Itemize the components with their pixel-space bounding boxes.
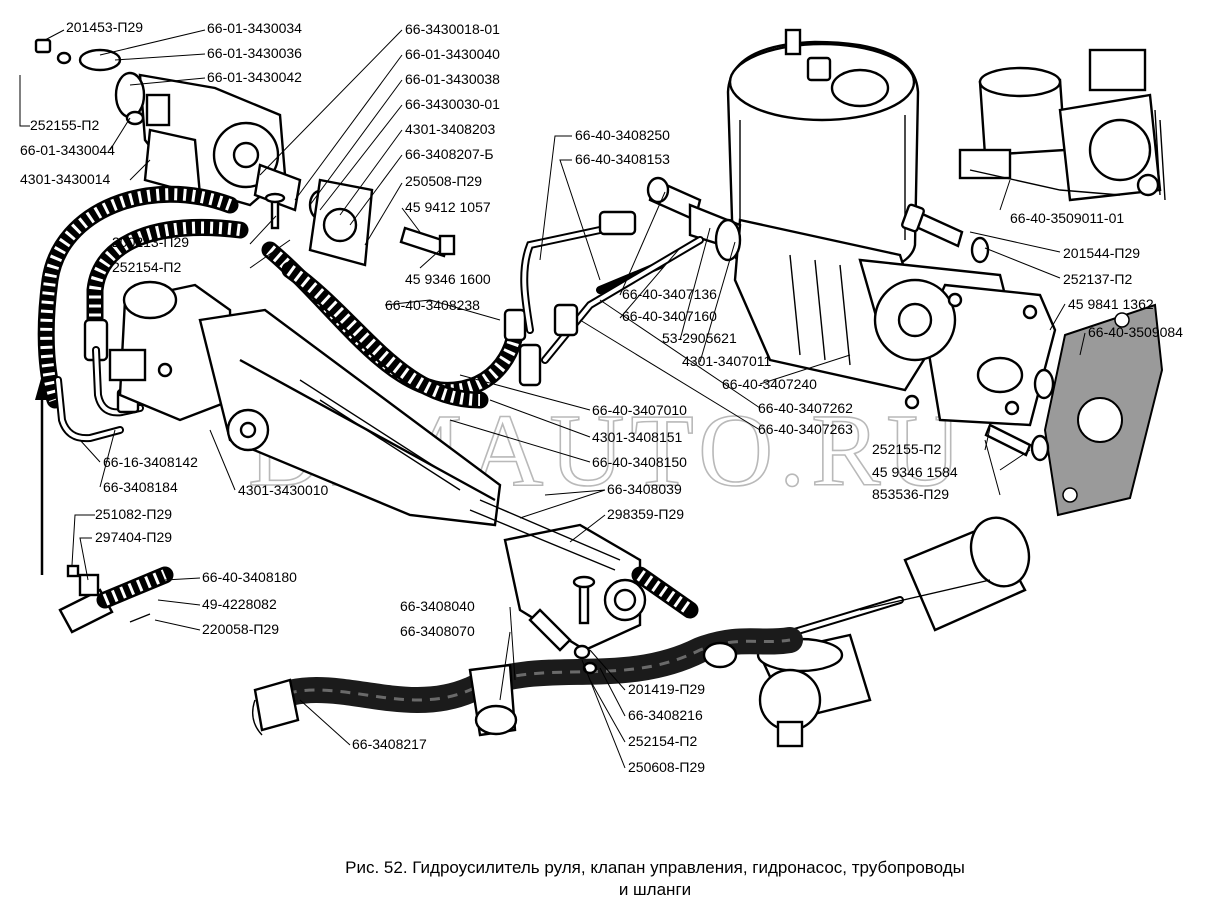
high-pressure-hoses [37, 185, 527, 409]
label-4301-3407011: 4301-3407011 [682, 353, 771, 369]
label-66-40-3408238: 66-40-3408238 [385, 297, 480, 313]
power-cylinder [198, 308, 502, 527]
label-252154-p2-bottom: 252154-П2 [628, 733, 697, 749]
label-49-4228082: 49-4228082 [202, 596, 277, 612]
label-252155-p2: 252155-П2 [30, 117, 99, 133]
label-66-3408039: 66-3408039 [607, 481, 682, 497]
label-66-01-3430044: 66-01-3430044 [20, 142, 115, 158]
booster-cylinder-right [731, 516, 1031, 748]
label-250508-p29: 250508-П29 [405, 173, 482, 189]
low-pressure-hose [252, 627, 803, 737]
leader-lines [19, 29, 1086, 769]
spring-assembly [58, 564, 174, 634]
label-66-01-3430038: 66-01-3430038 [405, 71, 500, 87]
label-66-01-3430042: 66-01-3430042 [207, 69, 302, 85]
label-45-9346-1600: 45 9346 1600 [405, 271, 491, 287]
label-45-9841-1362: 45 9841 1362 [1068, 296, 1154, 312]
label-66-40-3509084: 66-40-3509084 [1088, 324, 1183, 340]
steering-gear-housing [78, 48, 374, 267]
label-66-01-3430034: 66-01-3430034 [207, 20, 302, 36]
oil-reservoir [726, 28, 920, 284]
label-66-16-3408142: 66-16-3408142 [103, 454, 198, 470]
label-220058-p29: 220058-П29 [202, 621, 279, 637]
label-853536-p29: 853536-П29 [872, 486, 949, 502]
label-66-40-3407160: 66-40-3407160 [622, 308, 717, 324]
label-45-9346-1584: 45 9346 1584 [872, 464, 958, 480]
pump-bolts [901, 203, 1055, 462]
bent-pipes-left [54, 346, 144, 443]
label-45-9412-1057: 45 9412 1057 [405, 199, 491, 215]
label-66-40-3407136: 66-40-3407136 [622, 286, 717, 302]
fasteners-top-left [34, 38, 456, 258]
label-53-2905621: 53-2905621 [662, 330, 737, 346]
hydraulic-pump [733, 218, 1057, 427]
label-66-3408070: 66-3408070 [400, 623, 475, 639]
label-4301-3408203: 4301-3408203 [405, 121, 496, 137]
part-labels: 201453-П29 66-01-3430034 66-01-3430036 6… [20, 19, 1183, 775]
label-66-3408040: 66-3408040 [400, 598, 475, 614]
label-201544-p29: 201544-П29 [1063, 245, 1140, 261]
label-66-40-3408150: 66-40-3408150 [592, 454, 687, 470]
distributor-valve-lower [469, 499, 699, 652]
label-250608-p29: 250608-П29 [628, 759, 705, 775]
label-252154-p2: 252154-П2 [112, 259, 181, 275]
label-251082-p29: 251082-П29 [95, 506, 172, 522]
label-66-3430030-01: 66-3430030-01 [405, 96, 500, 112]
label-66-3408217: 66-3408217 [352, 736, 427, 752]
label-66-40-3509011-01: 66-40-3509011-01 [1010, 210, 1124, 226]
label-66-40-3408250: 66-40-3408250 [575, 127, 670, 143]
label-66-3408184: 66-3408184 [103, 479, 178, 495]
label-201419-p29: 201419-П29 [628, 681, 705, 697]
label-4301-3430010: 4301-3430010 [238, 482, 329, 498]
pump-compressor-inset [958, 48, 1166, 202]
label-66-3408216: 66-3408216 [628, 707, 703, 723]
label-252155-p2-right: 252155-П2 [872, 441, 941, 457]
label-4301-3430014: 4301-3430014 [20, 171, 111, 187]
label-4301-3408151: 4301-3408151 [592, 429, 683, 445]
label-66-3430018-01: 66-3430018-01 [405, 21, 500, 37]
label-66-40-3407010: 66-40-3407010 [592, 402, 687, 418]
label-66-01-3430040: 66-01-3430040 [405, 46, 500, 62]
label-66-40-3408180: 66-40-3408180 [202, 569, 297, 585]
label-298359-p29: 298359-П29 [607, 506, 684, 522]
label-201453-p29: 201453-П29 [66, 19, 143, 35]
label-252137-p2: 252137-П2 [1063, 271, 1132, 287]
label-66-40-3407262: 66-40-3407262 [758, 400, 853, 416]
label-66-40-3407263: 66-40-3407263 [758, 421, 853, 437]
label-297404-p29: 297404-П29 [95, 529, 172, 545]
label-66-40-3408153: 66-40-3408153 [575, 151, 670, 167]
direction-arrow [35, 375, 49, 575]
figure-caption-line-1: Рис. 52. Гидроусилитель руля, клапан упр… [345, 858, 965, 877]
pipes-upper [518, 176, 742, 387]
label-66-3408207-b: 66-3408207-Б [405, 146, 494, 162]
label-200213-p29: 200213-П29 [112, 234, 189, 250]
label-66-01-3430036: 66-01-3430036 [207, 45, 302, 61]
label-66-40-3407240: 66-40-3407240 [722, 376, 817, 392]
figure-caption-line-2: и шланги [618, 880, 692, 899]
